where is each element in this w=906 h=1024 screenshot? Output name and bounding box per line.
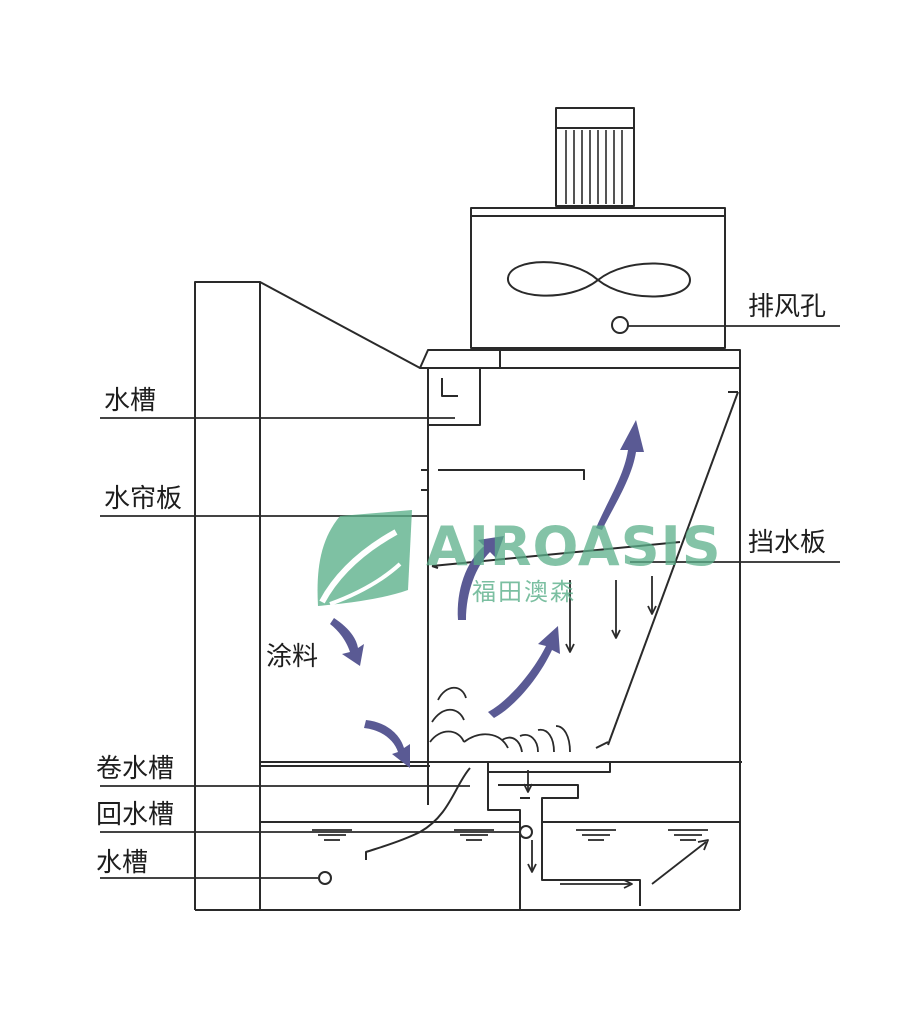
leader-lines (100, 325, 840, 879)
airoasis-leaf-logo (317, 510, 412, 606)
label-water-curtain-plate: 水帘板 (104, 484, 183, 514)
fan-box (470, 207, 726, 349)
label-exhaust-port: 排风孔 (748, 292, 827, 322)
pipe-icon (519, 825, 533, 839)
exhaust-port-icon (611, 316, 629, 334)
airflow-arrows (330, 420, 644, 768)
drain-icon (318, 871, 332, 885)
label-roll-water-tank: 卷水槽 (96, 754, 175, 784)
label-water-baffle: 挡水板 (748, 528, 827, 558)
left-wall (194, 281, 261, 910)
fan-blade-icon (506, 261, 691, 298)
label-return-water-tank: 回水槽 (96, 800, 175, 830)
motor (555, 107, 635, 207)
watermark-brand: AIROASIS (426, 515, 722, 578)
label-water-tank-bottom: 水槽 (96, 848, 149, 878)
watermark-brand-cn: 福田澳森 (472, 578, 576, 606)
label-water-tank-top: 水槽 (104, 386, 157, 416)
label-paint: 涂料 (266, 642, 319, 672)
